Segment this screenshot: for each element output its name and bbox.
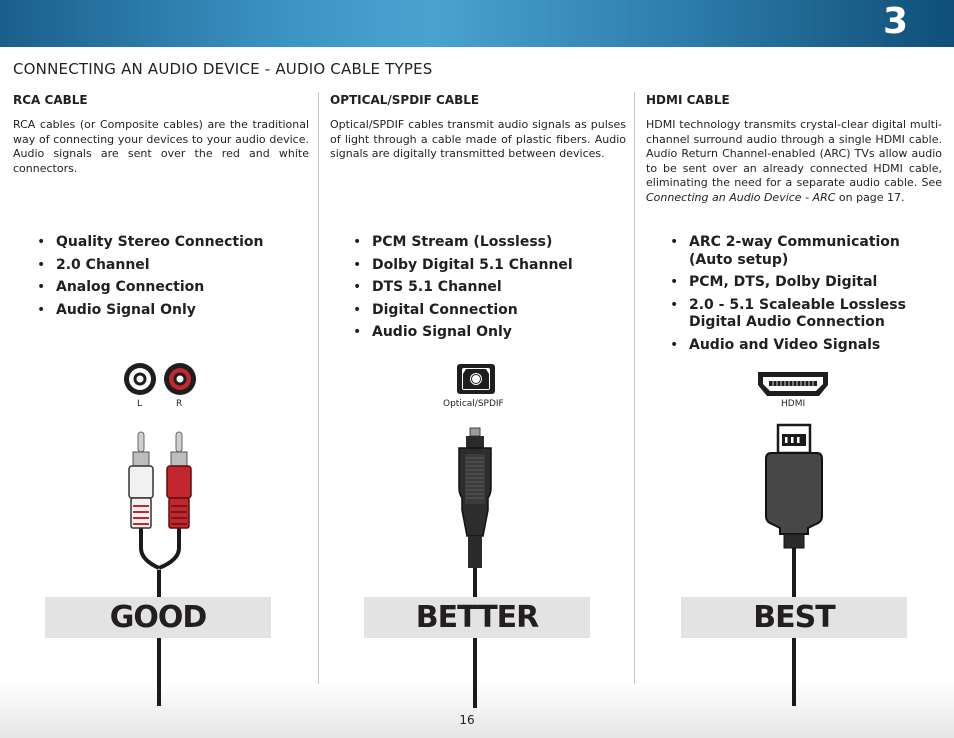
list-item: 2.0 Channel <box>37 257 307 275</box>
hdmi-description-text: HDMI technology transmits crystal-clear … <box>646 118 942 190</box>
column-divider <box>318 92 319 684</box>
rank-good-label: GOOD <box>45 597 271 638</box>
list-item: Dolby Digital 5.1 Channel <box>353 257 623 275</box>
hdmi-description-page-ref: on page 17. <box>835 190 905 204</box>
optical-feature-list: PCM Stream (Lossless) Dolby Digital 5.1 … <box>353 234 623 347</box>
rca-description: RCA cables (or Composite cables) are the… <box>13 118 309 175</box>
list-item: 2.0 - 5.1 Scaleable Lossless Digital Aud… <box>670 297 930 332</box>
rank-better-label: BETTER <box>364 597 590 638</box>
rca-column: RCA CABLE RCA cables (or Composite cable… <box>13 93 309 176</box>
page-number: 16 <box>459 713 475 727</box>
rca-white-jack-icon <box>124 363 156 395</box>
rca-right-label: R <box>176 399 183 409</box>
rca-heading: RCA CABLE <box>13 93 88 107</box>
rca-jacks-icon <box>124 363 196 395</box>
chapter-number: 3 <box>882 1 908 42</box>
list-item: DTS 5.1 Channel <box>353 279 623 297</box>
rank-best-label: BEST <box>681 597 907 638</box>
list-item: Audio Signal Only <box>37 302 307 320</box>
optical-port-icon <box>457 364 495 394</box>
chapter-header-bar <box>0 0 954 47</box>
page-title: CONNECTING AN AUDIO DEVICE - AUDIO CABLE… <box>13 60 433 78</box>
hdmi-heading: HDMI CABLE <box>646 93 730 107</box>
rca-feature-list: Quality Stereo Connection 2.0 Channel An… <box>37 234 307 324</box>
rca-left-label: L <box>137 399 143 409</box>
list-item: PCM Stream (Lossless) <box>353 234 623 252</box>
optical-cable-icon <box>458 427 492 708</box>
hdmi-description: HDMI technology transmits crystal-clear … <box>646 118 942 206</box>
list-item: Digital Connection <box>353 302 623 320</box>
hdmi-port-label: HDMI <box>781 399 806 409</box>
hdmi-feature-list: ARC 2-way Communication (Auto setup) PCM… <box>670 234 930 359</box>
hdmi-column: HDMI CABLE HDMI technology transmits cry… <box>646 93 942 206</box>
rca-red-jack-icon <box>164 363 196 395</box>
optical-column: OPTICAL/SPDIF CABLE Optical/SPDIF cables… <box>330 93 626 162</box>
list-item: PCM, DTS, Dolby Digital <box>670 274 930 292</box>
optical-port-label: Optical/SPDIF <box>443 399 504 409</box>
rca-cable-icon <box>128 431 192 706</box>
list-item: Quality Stereo Connection <box>37 234 307 252</box>
optical-heading: OPTICAL/SPDIF CABLE <box>330 93 480 107</box>
hdmi-port-icon <box>758 372 828 396</box>
list-item: ARC 2-way Communication (Auto setup) <box>670 234 930 269</box>
optical-description: Optical/SPDIF cables transmit audio sign… <box>330 118 626 161</box>
list-item: Audio and Video Signals <box>670 337 930 355</box>
list-item: Audio Signal Only <box>353 324 623 342</box>
list-item: Analog Connection <box>37 279 307 297</box>
hdmi-cable-icon <box>765 423 823 706</box>
arc-reference-link[interactable]: Connecting an Audio Device - ARC <box>646 190 836 204</box>
column-divider <box>634 92 635 684</box>
